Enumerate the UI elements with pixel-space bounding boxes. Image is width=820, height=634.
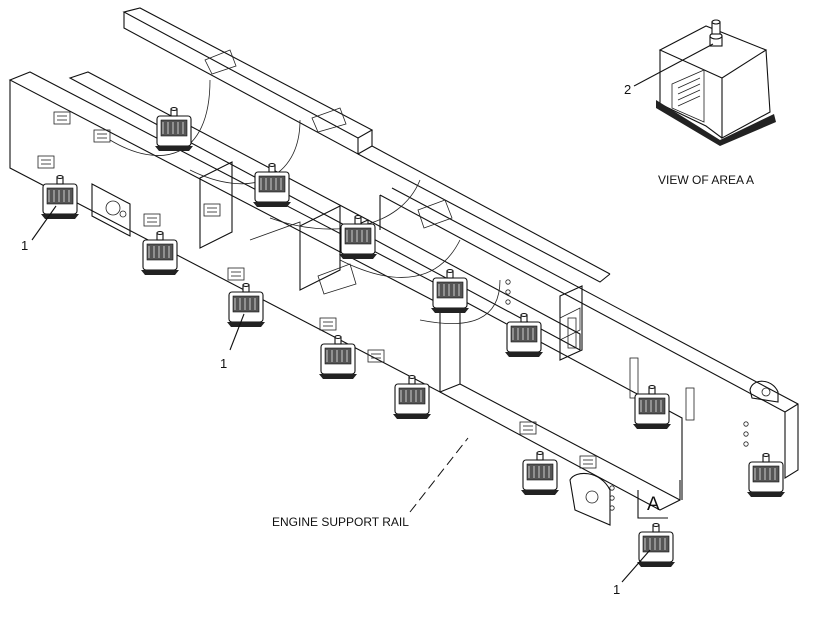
mount (632, 384, 672, 430)
mount (40, 174, 80, 220)
engine-support-rail-label: ENGINE SUPPORT RAIL (272, 515, 409, 529)
mount (430, 268, 470, 314)
detail-view-area-a (656, 19, 776, 146)
callout-middle: 1 (220, 356, 227, 371)
mount (252, 162, 292, 208)
callout-left: 1 (21, 238, 28, 253)
mount (746, 452, 786, 498)
mount (318, 334, 358, 380)
mount (226, 282, 266, 328)
callout-detail: 2 (624, 82, 631, 97)
mount (154, 106, 194, 152)
area-marker: A (637, 490, 668, 519)
area-marker-label: A (647, 494, 660, 515)
mount (504, 312, 544, 358)
callout-bottom: 1 (613, 582, 620, 597)
mount (392, 374, 432, 420)
mount (636, 522, 676, 568)
mount (520, 450, 560, 496)
mount (140, 230, 180, 276)
leader-lines (31, 43, 714, 583)
view-title: VIEW OF AREA A (658, 173, 754, 187)
frame-rails (8, 7, 799, 526)
